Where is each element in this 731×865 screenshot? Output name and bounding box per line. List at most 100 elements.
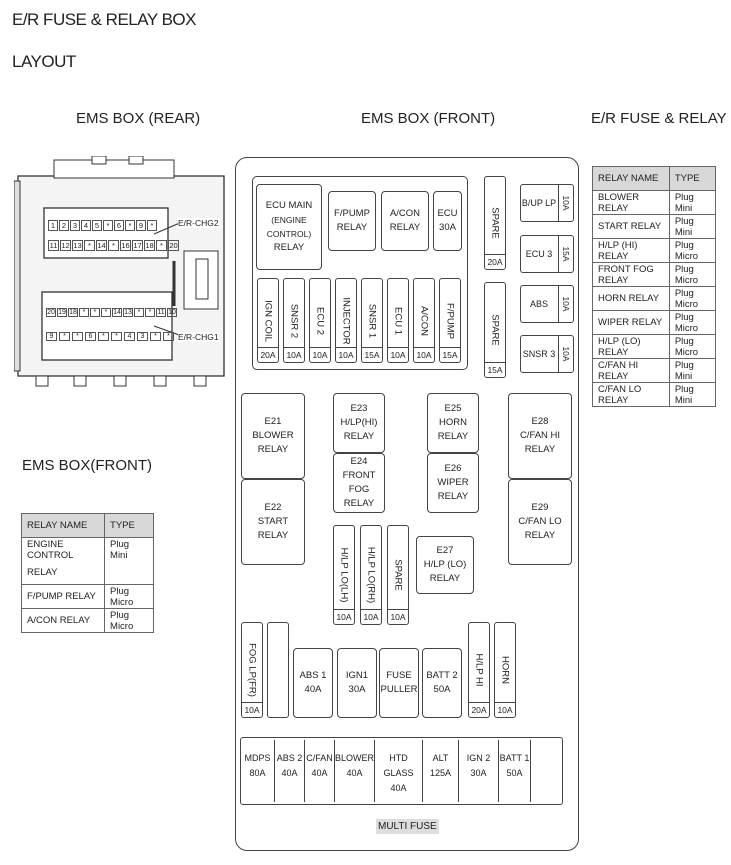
table-cell: Plug Micro — [668, 238, 717, 263]
chg1-pin: 14 — [112, 308, 122, 317]
table-cell: WIPER RELAY — [592, 310, 670, 335]
relay-label: F/PUMP — [334, 208, 370, 219]
fuse-amp: 40A — [311, 768, 328, 778]
chg1-pin: * — [72, 332, 83, 341]
fuse-amp: 40A — [304, 684, 322, 695]
fuse-amp: 125A — [429, 768, 452, 778]
multi-fuse-alt: ALT 125A — [423, 740, 459, 802]
table-cell: Plug Mini — [668, 382, 717, 407]
relay-label: RELAY — [437, 431, 469, 442]
fuse-label: FOG LP(FR) — [246, 643, 258, 697]
chg1-pin: * — [163, 332, 174, 341]
fuse-label: HTD GLASS — [383, 753, 414, 778]
chg1-pin: * — [98, 332, 109, 341]
table-cell: HORN RELAY — [592, 286, 670, 311]
chg2-bottom-row: 11 12 13 * 14 * 16 17 18 * 20 — [48, 240, 179, 251]
relay-label: C/FAN HI — [519, 430, 561, 441]
chg2-pin: * — [125, 220, 135, 231]
fuse-abs1-40a: ABS 1 40A — [293, 648, 333, 718]
relay-label: H/LP (LO) — [423, 559, 467, 570]
fuse-label: SPARE — [489, 207, 501, 239]
chg1-pin: * — [111, 332, 122, 341]
chg2-pin: 14 — [96, 240, 107, 251]
fuse-label: BLOWER — [335, 753, 375, 763]
chg1-pin: 3 — [137, 332, 148, 341]
chg2-pin: 9 — [136, 220, 146, 231]
relay-label: FRONT — [342, 470, 376, 481]
fuse-amp: 10A — [495, 702, 515, 717]
fuse-fog-lp-fr: FOG LP(FR) 10A — [241, 622, 263, 718]
relay-label: BLOWER — [252, 430, 294, 441]
fuse-amp: 15A — [362, 347, 382, 362]
table-cell: Plug Micro — [668, 334, 717, 359]
relay-label: RELAY — [273, 242, 305, 253]
fuse-amp: 10A — [388, 347, 408, 362]
fuse-hlp-lo-lh: H/LP LO(LH)10A — [333, 525, 355, 625]
chg1-pin: 9 — [46, 332, 57, 341]
relay-label: RELAY — [257, 530, 289, 541]
fuse-amp: 40A — [390, 783, 407, 793]
fuse-label: SNSR 3 — [522, 349, 556, 359]
relay-id: E24 — [350, 456, 368, 467]
fuse-label: IGN1 — [345, 670, 369, 681]
relay-label: H/LP(HI) — [340, 417, 378, 428]
chg1-top-row: 20 19 18 * * * 14 13 * * 11 10 — [46, 308, 177, 317]
table-header-row: RELAY NAME TYPE — [592, 166, 717, 191]
table-cell: H/LP (HI) RELAY — [592, 238, 670, 263]
table-header: TYPE — [104, 513, 154, 538]
fuse-amp: 15A — [485, 362, 505, 377]
fuse-label: ALT — [432, 753, 449, 763]
relay-label: A/CON — [389, 208, 421, 219]
fuse-amp: 50A — [433, 684, 451, 695]
fuse-label: FUSE — [386, 670, 412, 681]
table-cell: ENGINE CONTROL — [20, 537, 106, 561]
fuse-label: F/PUMP — [444, 302, 456, 339]
fuse-label: ABS 1 — [299, 670, 327, 681]
relay-id: E27 — [436, 545, 454, 556]
chg1-pin: * — [150, 332, 161, 341]
fuse-label: ECU 3 — [525, 249, 553, 259]
fuse-label: A/CON — [418, 305, 430, 336]
table-header: RELAY NAME — [592, 166, 670, 191]
relay-label: WIPER — [437, 477, 469, 488]
fuse-empty-slot — [267, 622, 289, 718]
chg1-pin: 18 — [68, 308, 78, 317]
fuse-label: B/UP LP — [521, 198, 557, 208]
table-cell: C/FAN HI RELAY — [592, 358, 670, 383]
relay-label: (ENGINE CONTROL) — [266, 215, 312, 239]
fuse-amp: 10A — [284, 347, 304, 362]
fuse-label: BATT 1 — [499, 753, 530, 763]
table-cell: RELAY — [20, 561, 106, 585]
chg2-pin: * — [103, 220, 113, 231]
chg1-label: E/R-CHG1 — [178, 332, 219, 342]
chg2-label: E/R-CHG2 — [178, 218, 219, 228]
multi-fuse-label: MULTI FUSE — [376, 819, 439, 834]
table-cell: Plug Micro — [668, 286, 717, 311]
er-box-header: E/R FUSE & RELAY BOX — [591, 110, 731, 127]
relay-ecu-main: ECU MAIN (ENGINE CONTROL) RELAY — [256, 184, 322, 270]
relay-id: E22 — [264, 502, 282, 513]
table-cell: Plug Micro — [668, 262, 717, 287]
fuse-amp: 10A — [336, 347, 356, 362]
fuse-amp: 10A — [242, 702, 262, 717]
table-cell: F/PUMP RELAY — [20, 584, 106, 609]
fuse-amp: 80A — [249, 768, 266, 778]
